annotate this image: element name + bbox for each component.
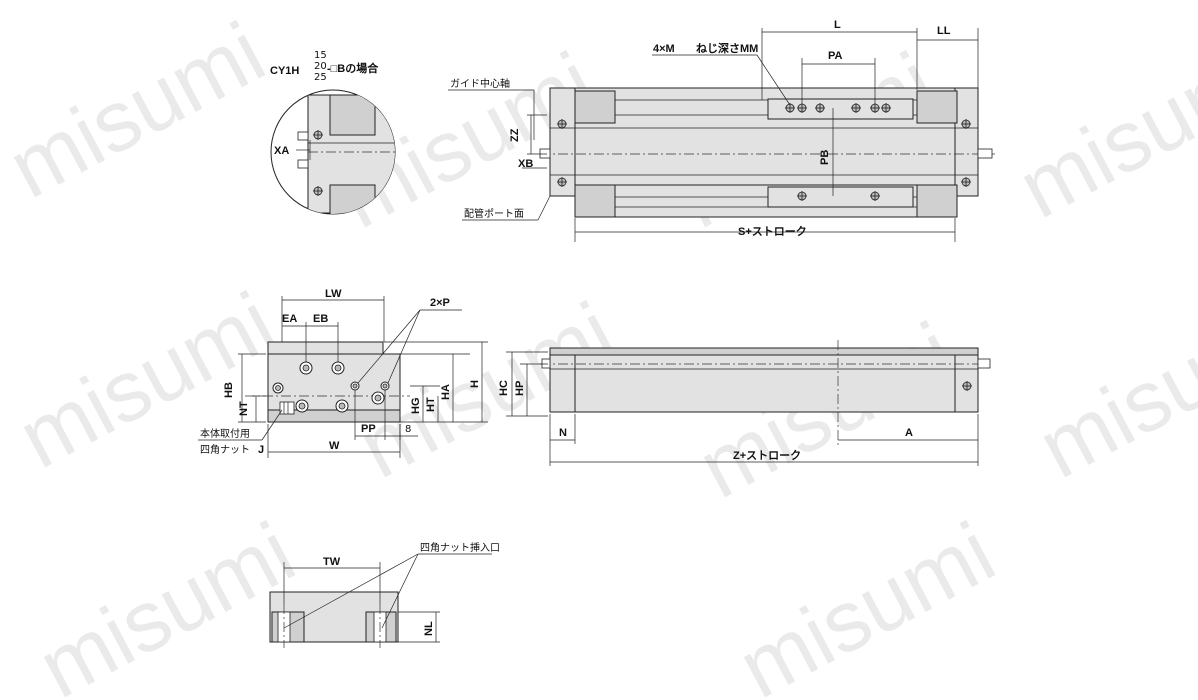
dim-pp: PP xyxy=(361,423,376,435)
watermark: misumi xyxy=(1004,24,1198,237)
end-view: LW EA EB 2×P HB NT HG HT HA H PP xyxy=(198,288,488,458)
watermark: misumi xyxy=(1024,284,1198,497)
guide-axis-label: ガイド中心軸 xyxy=(450,77,510,90)
watermark: misumi xyxy=(724,504,1010,700)
mount-hole-icon xyxy=(557,119,567,129)
dim-mm: ねじ深さMM xyxy=(696,41,758,55)
detail-view: CY1H 15 20 25 -□Bの場合 XA xyxy=(270,50,396,215)
dim-pa: PA xyxy=(828,50,843,62)
mount-hole-icon xyxy=(557,177,567,187)
detail-size-15: 15 xyxy=(314,50,327,61)
top-view: L LL PA PB 4×M ねじ深さMM ガイド中心軸 配管ポート面 ZZ X… xyxy=(448,19,995,242)
nut-inlet-label: 四角ナット挿入口 xyxy=(420,541,500,554)
m-hole-icon xyxy=(851,103,861,113)
dim-h: H xyxy=(469,380,481,388)
detail-hole-icon xyxy=(313,186,323,196)
dim-hc: HC xyxy=(498,380,510,396)
dim-nt: NT xyxy=(238,401,250,416)
detail-xa: XA xyxy=(274,145,289,157)
dim-p: 2×P xyxy=(430,297,450,309)
m-hole-icon xyxy=(870,191,880,201)
dim-ll: LL xyxy=(937,25,951,37)
port-hole-icon xyxy=(962,381,972,391)
mount-label: 本体取付用 xyxy=(200,427,250,440)
dim-ht: HT xyxy=(425,397,437,412)
dim-ea: EA xyxy=(282,313,297,325)
dim-hb: HB xyxy=(223,382,235,398)
dim-ha: HA xyxy=(440,384,452,400)
dim-eight: 8 xyxy=(405,424,411,435)
dim-pb: PB xyxy=(819,150,831,165)
dim-eb: EB xyxy=(313,313,328,325)
dim-j: J xyxy=(258,444,264,456)
dim-xb: XB xyxy=(518,158,533,170)
nut-label: 四角ナット xyxy=(200,444,250,456)
detail-size-25: 25 xyxy=(314,72,327,83)
dim-n: N xyxy=(559,427,567,439)
dim-z-stroke: Z+ストローク xyxy=(733,449,801,462)
dim-l: L xyxy=(834,19,841,31)
watermark: misumi xyxy=(0,4,279,217)
watermark: misumi xyxy=(24,504,310,700)
dim-a: A xyxy=(905,427,913,439)
m-hole-icon xyxy=(881,103,891,113)
dim-m: 4×M xyxy=(653,43,675,55)
dim-nl: NL xyxy=(423,621,435,636)
mount-hole-icon xyxy=(961,119,971,129)
m-hole-icon xyxy=(785,103,795,113)
dim-tw: TW xyxy=(323,556,341,568)
dim-w: W xyxy=(329,440,340,452)
side-view: HC HP N A Z+ストローク xyxy=(498,340,991,466)
m-hole-icon xyxy=(797,191,807,201)
detail-size-20: 20 xyxy=(314,61,327,72)
detail-model: CY1H xyxy=(270,65,299,77)
mount-hole-icon xyxy=(961,177,971,187)
detail-hole-icon xyxy=(313,130,323,140)
dim-zz: ZZ xyxy=(509,128,521,142)
bottom-view: TW 四角ナット挿入口 NL xyxy=(269,541,500,648)
dim-hp: HP xyxy=(514,381,526,396)
dim-lw: LW xyxy=(325,288,342,300)
dim-hg: HG xyxy=(410,398,422,415)
detail-suffix: -□Bの場合 xyxy=(327,61,379,75)
m-hole-icon xyxy=(815,103,825,113)
port-face-label: 配管ポート面 xyxy=(464,207,524,220)
dim-s-stroke: S+ストローク xyxy=(738,225,807,238)
